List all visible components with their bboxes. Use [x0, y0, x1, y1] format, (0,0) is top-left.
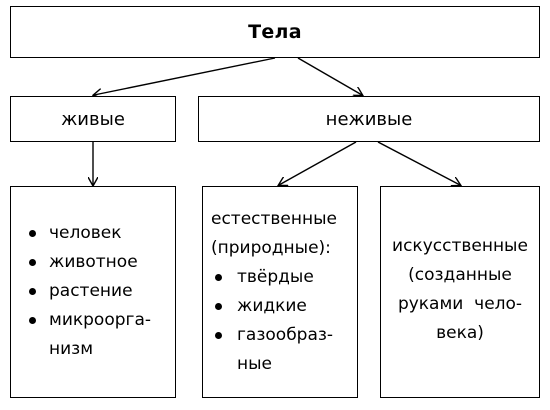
- natural-heading-line: естественные: [211, 209, 338, 229]
- list-item: газообраз-: [211, 321, 355, 350]
- arrow-nonliving-to-natural: [279, 141, 357, 185]
- natural-states-list: твёрдые жидкие газообраз- ные: [211, 263, 355, 379]
- artificial-line: (созданные: [408, 265, 512, 285]
- list-item: животное: [19, 248, 151, 277]
- list-item: жидкие: [211, 292, 355, 321]
- bullet-icon: [29, 317, 36, 324]
- nonliving-label: неживые: [325, 108, 413, 130]
- artificial-line: искусственные: [392, 236, 528, 256]
- arrow-root-to-living: [94, 57, 276, 95]
- living-box: живые: [10, 96, 176, 142]
- bullet-icon: [29, 259, 36, 266]
- bullet-icon: [29, 288, 36, 295]
- living-examples-box: человек животное растение микроорга- низ…: [10, 186, 176, 398]
- living-label: живые: [61, 108, 125, 130]
- natural-box: естественные (природные): твёрдые жидкие…: [202, 186, 358, 398]
- arrow-root-to-nonliving: [297, 57, 362, 95]
- list-item: твёрдые: [211, 263, 355, 292]
- bullet-icon: [215, 274, 222, 281]
- list-item-continuation: низм: [49, 339, 94, 359]
- root-label: Тела: [248, 21, 302, 43]
- artificial-line: руками чело-: [397, 294, 523, 314]
- bullet-icon: [29, 230, 36, 237]
- living-examples-list: человек животное растение микроорга- низ…: [19, 219, 151, 364]
- natural-heading-line: (природные):: [211, 238, 331, 258]
- natural-content: естественные (природные): твёрдые жидкие…: [211, 205, 355, 379]
- list-item: микроорга-: [19, 306, 151, 335]
- list-item: человек: [19, 219, 151, 248]
- arrow-nonliving-to-artificial: [377, 141, 460, 185]
- list-item: растение: [19, 277, 151, 306]
- list-item-continuation: ные: [237, 354, 272, 374]
- root-box: Тела: [10, 6, 540, 58]
- nonliving-box: неживые: [198, 96, 540, 142]
- bullet-icon: [215, 332, 222, 339]
- artificial-content: искусственные (созданные руками чело- ве…: [381, 232, 539, 348]
- bullet-icon: [215, 303, 222, 310]
- artificial-box: искусственные (созданные руками чело- ве…: [380, 186, 540, 398]
- artificial-line: века): [436, 323, 484, 343]
